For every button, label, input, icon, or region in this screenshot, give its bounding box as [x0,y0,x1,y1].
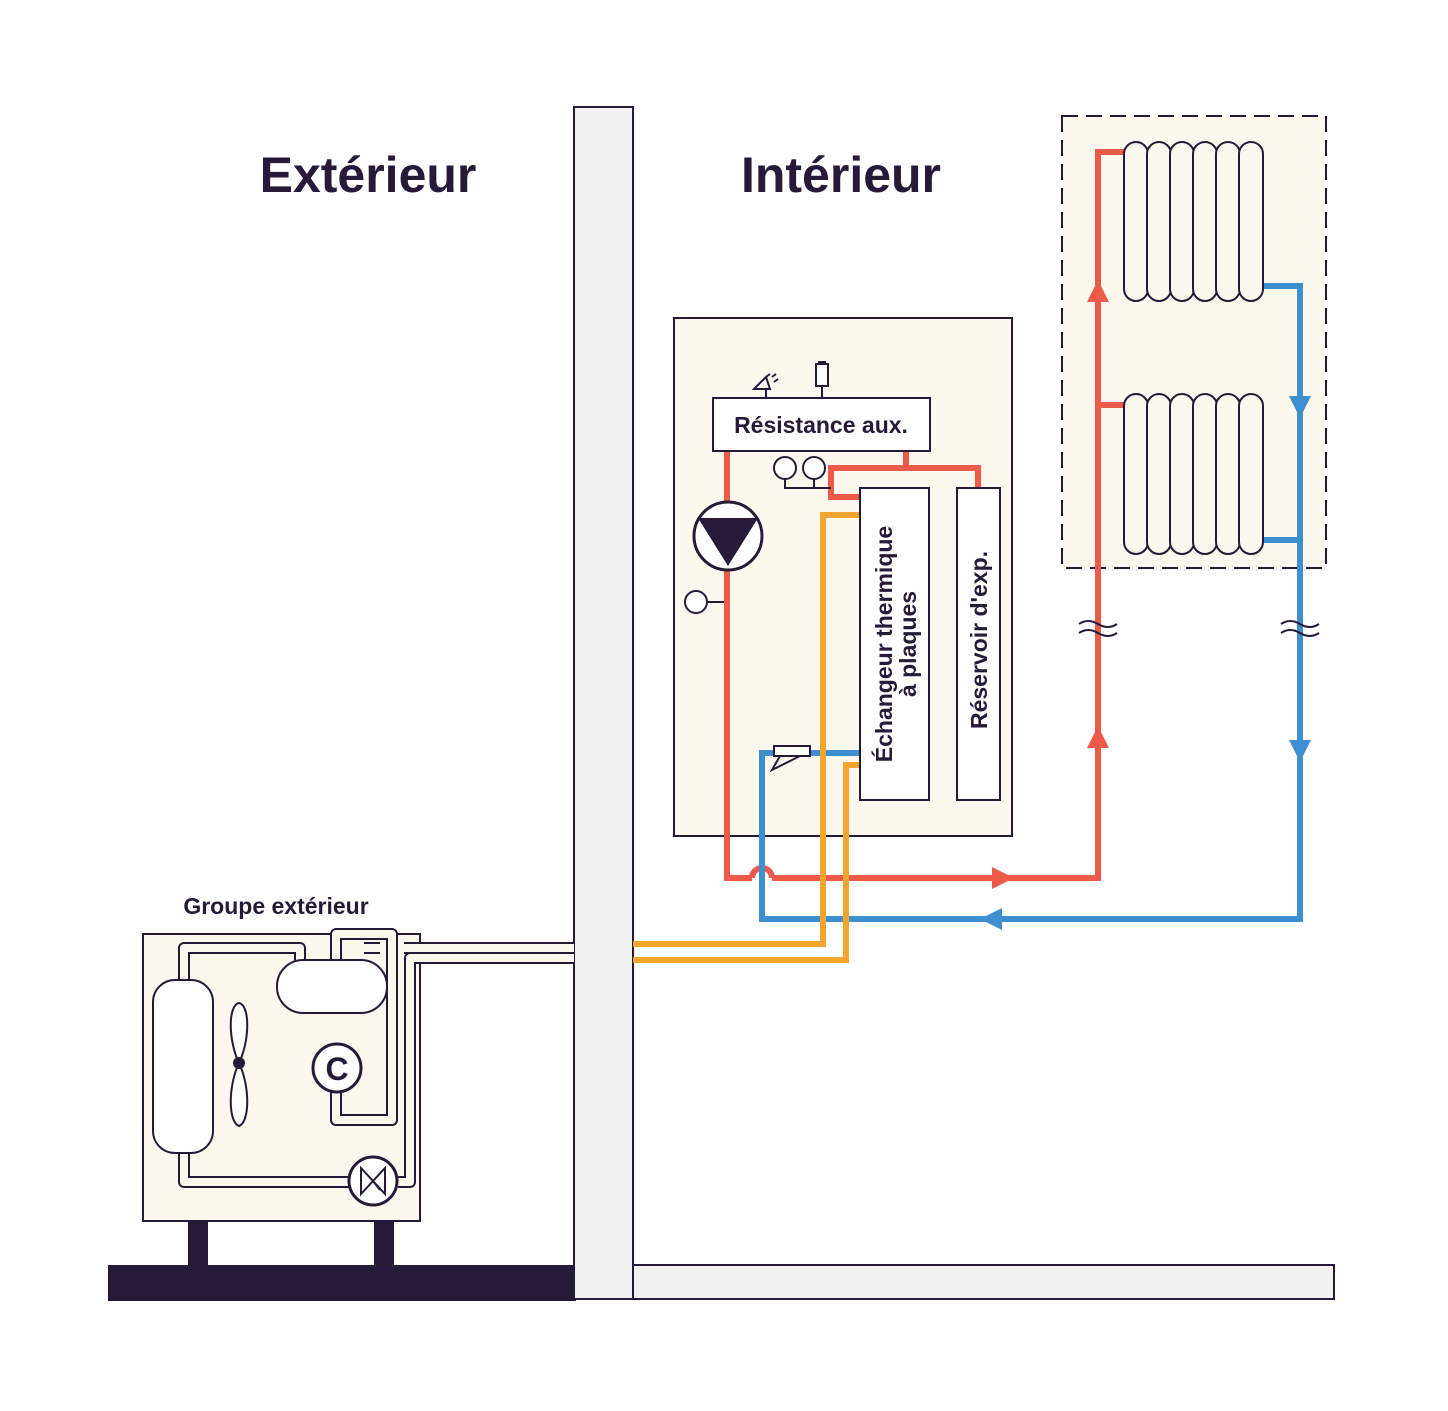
outdoor-unit-label: Groupe extérieur [183,893,368,919]
plate-heat-exchanger [859,487,930,801]
flow-arrow-icon [1289,740,1311,762]
outdoor-refrigerant-piping [178,928,574,1188]
outside-title: Extérieur [260,147,477,203]
flow-arrow-icon [1087,280,1109,302]
flow-arrow-icon [1289,396,1311,418]
outdoor-unit-leg-left [188,1221,208,1267]
compressor-letter: C [325,1051,348,1087]
flow-arrow-icon [980,908,1002,930]
condenser-coil [152,979,214,1154]
expansion-tank-label: Réservoir d'exp. [966,551,992,729]
aux-heater-box [712,397,931,452]
flow-switch-icon [769,745,811,773]
circulation-pump-icon [692,500,764,572]
flow-arrow-icon [1087,726,1109,748]
plate-exchanger-label-line2: à plaques [895,591,921,697]
temperature-sensor-icon [684,590,724,614]
sensor-icon [815,361,829,398]
flow-arrows [980,280,1311,930]
plate-exchanger-label-line1: Échangeur thermique [870,526,897,762]
flow-arrow-icon [992,867,1014,889]
pipe-break-icon [1078,620,1320,637]
radiator-icon [1123,141,1264,302]
fan-icon [229,1001,249,1128]
pressure-gauge-icon [773,456,831,489]
refrigerant-circuit [633,512,860,963]
outdoor-unit-leg-right [374,1221,394,1267]
ground-slab [108,1265,576,1301]
expansion-tank [956,487,1001,801]
building-floor [573,1264,1335,1300]
building-wall [573,106,634,1300]
expansion-valve-icon [347,1155,399,1207]
aux-heater-label: Résistance aux. [734,412,908,438]
inside-title: Intérieur [741,147,941,203]
wall-floor-joint-cover [575,1266,632,1298]
compressor-icon: C [311,1042,363,1094]
receiver-tank [276,959,388,1014]
safety-valve-icon [751,373,779,398]
radiator-icon [1123,393,1264,555]
